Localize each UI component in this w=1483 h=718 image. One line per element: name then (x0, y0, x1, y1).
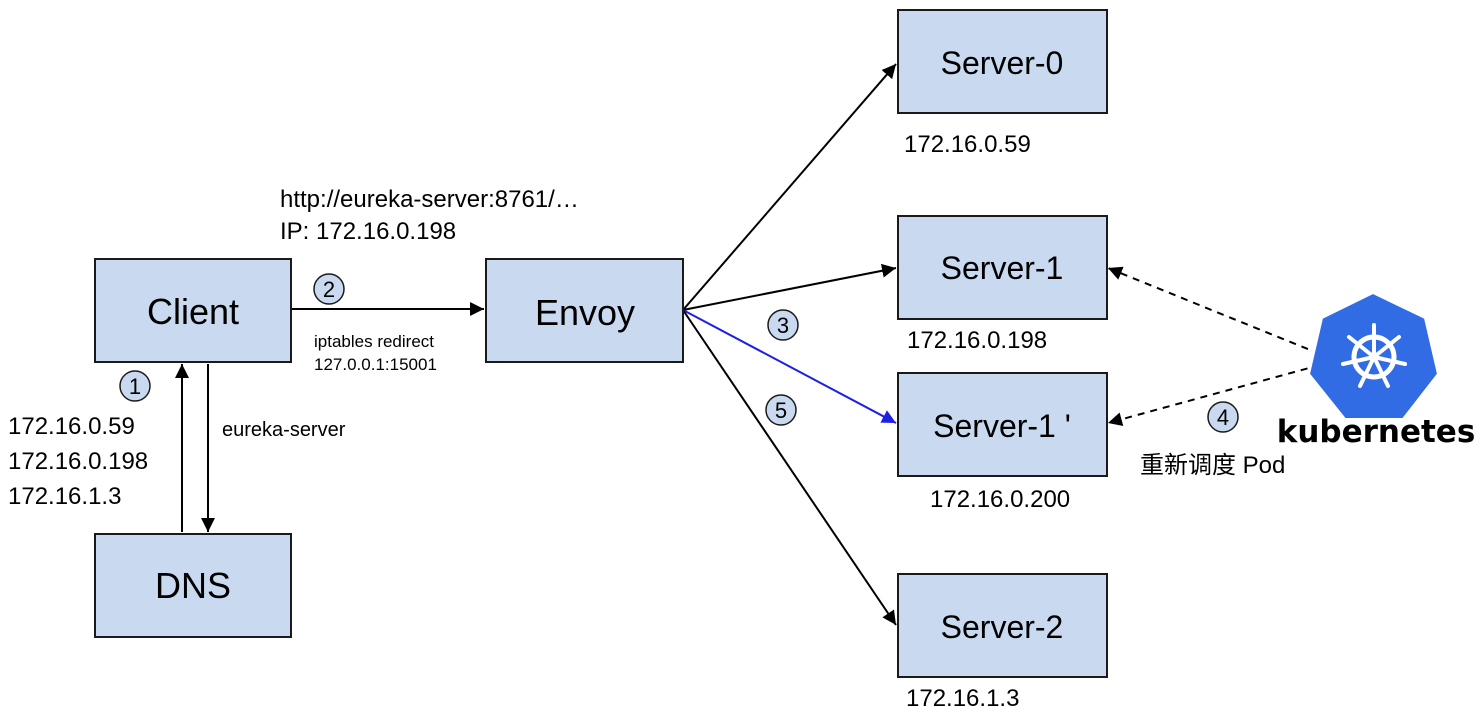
loopback-label: 127.0.0.1:15001 (314, 355, 437, 374)
step-badge-5-label: 5 (775, 398, 787, 423)
edge-envoy-server0 (682, 63, 897, 311)
server1p-ip: 172.16.0.200 (930, 486, 1070, 513)
kubernetes-wordmark: kubernetes (1277, 414, 1476, 450)
dns-result-1: 172.16.0.59 (8, 413, 135, 440)
dns-box: DNS (94, 533, 292, 638)
server1p-label: Server-1 ' (933, 408, 1071, 444)
server1-label: Server-1 (941, 250, 1064, 286)
step-badge-2: 2 (313, 273, 345, 305)
kubernetes-helm-wheel-icon (1307, 291, 1440, 420)
server0-box: Server-0 (897, 9, 1108, 114)
step-badge-5: 5 (765, 394, 797, 426)
iptables-label: iptables redirect (314, 332, 434, 351)
request-ip-label: IP: 172.16.0.198 (280, 218, 456, 245)
step-badge-3-label: 3 (777, 313, 789, 338)
dns-result-2: 172.16.0.198 (8, 448, 148, 475)
server0-ip: 172.16.0.59 (904, 131, 1031, 158)
step-badge-2-label: 2 (323, 277, 335, 302)
edge-envoy-server1p (682, 309, 897, 424)
server1p-box: Server-1 ' (897, 372, 1108, 477)
step-badge-1: 1 (119, 370, 151, 402)
envoy-label: Envoy (535, 292, 635, 333)
step-badge-4: 4 (1207, 401, 1239, 433)
server1-ip: 172.16.0.198 (907, 327, 1047, 354)
kubernetes-logo: kubernetes (1277, 291, 1476, 450)
edges (175, 63, 1321, 626)
server0-label: Server-0 (941, 45, 1064, 81)
server2-label: Server-2 (941, 609, 1064, 645)
dns-result-3: 172.16.1.3 (8, 483, 121, 510)
server2-ip: 172.16.1.3 (906, 685, 1019, 712)
server2-box: Server-2 (897, 573, 1108, 678)
envoy-box: Envoy (485, 258, 684, 363)
client-label: Client (147, 291, 239, 332)
edge-k8s-server1 (1107, 266, 1321, 355)
step-badge-4-label: 4 (1217, 405, 1229, 430)
server1-box: Server-1 (897, 215, 1108, 320)
request-url-label: http://eureka-server:8761/… (280, 186, 579, 213)
step-badge-1-label: 1 (129, 374, 141, 399)
edge-envoy-server1 (682, 263, 897, 311)
client-box: Client (94, 258, 292, 363)
step-badge-3: 3 (767, 309, 799, 341)
edge-k8s-server1p (1107, 364, 1321, 427)
reschedule-pod-label: 重新调度 Pod (1140, 452, 1285, 479)
dns-label: DNS (155, 565, 231, 606)
edge-envoy-server2 (682, 309, 897, 626)
eureka-server-label: eureka-server (222, 419, 346, 441)
